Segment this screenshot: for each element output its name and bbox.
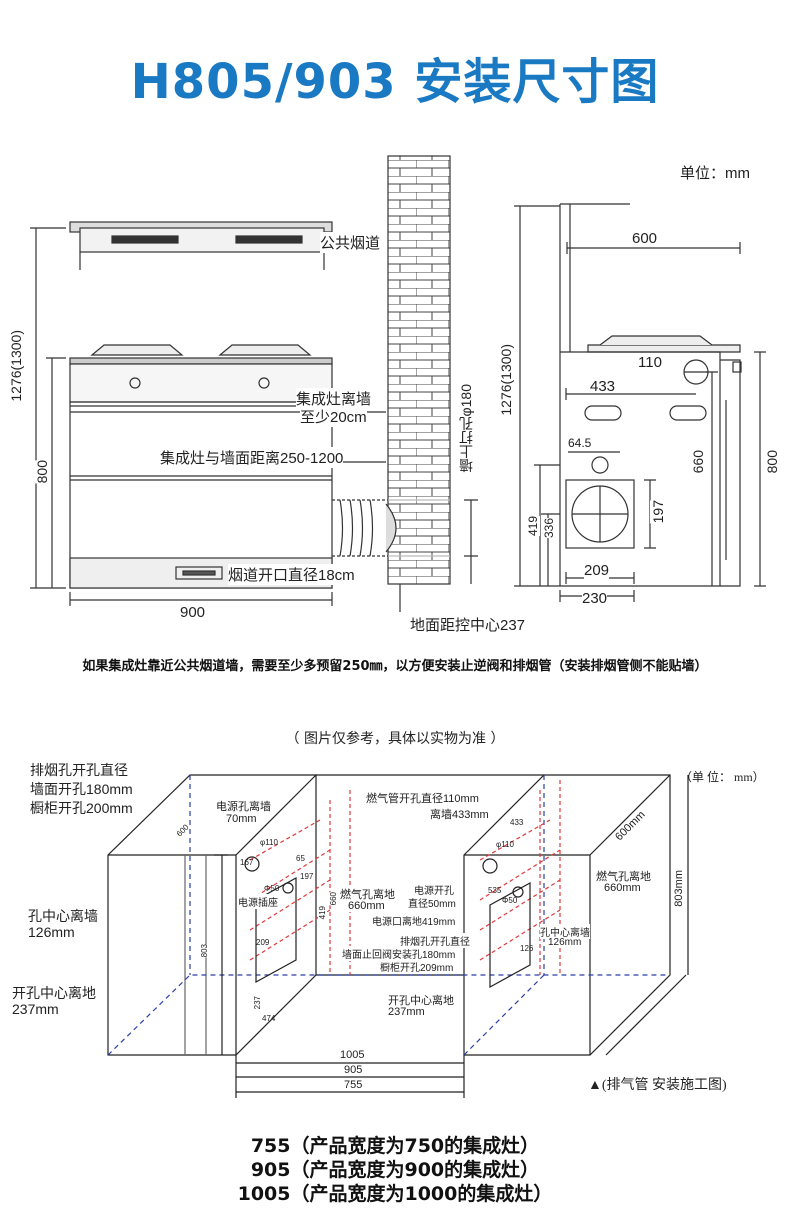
side-dim-209: 209 (584, 562, 610, 579)
width-dim: 900 (180, 604, 206, 621)
width-1005: 1005 (336, 1049, 369, 1061)
left-dim-50: Φ50 (264, 884, 280, 893)
gas-label-2: 离墙433mm (430, 809, 489, 821)
width-905: 905 (340, 1064, 367, 1076)
mid-hole-ground-1: 开孔中心离地 (388, 995, 454, 1007)
side-dim-197: 197 (650, 500, 666, 524)
dim-433: 433 (510, 818, 524, 827)
power-wall-label-2: 70mm (226, 813, 257, 825)
reference-note: （ 图片仅参考，具体以实物为准 ） (285, 731, 505, 747)
dim-126: 126 (520, 944, 534, 953)
side-dim-110: 110 (638, 354, 662, 371)
exh-label-3: 橱柜开孔209mm (380, 959, 454, 974)
power-wall-label-1: 电源孔离墙 (216, 801, 271, 813)
hole-center-label-2: 126mm (28, 924, 75, 940)
hole-center-label-1: 孔中心离墙 (28, 908, 98, 924)
side-dim-800: 800 (764, 450, 780, 474)
install-diagram (107, 774, 689, 1098)
hole-ground-label-1: 开孔中心离地 (12, 985, 96, 1001)
side-dim-600: 600 (632, 230, 658, 247)
side-dim-660: 660 (690, 450, 706, 474)
socket-label: 电源插座 (238, 894, 278, 909)
dim-237: 237 (253, 996, 262, 1010)
bottom-unit-label: （单 位： mm） (680, 770, 765, 784)
height-total-dim: 1276(1300) (8, 330, 24, 402)
side-dim-230: 230 (582, 590, 608, 607)
side-view (514, 203, 766, 602)
mid-hole-ground-2: 237mm (388, 1006, 425, 1018)
dim-197: 197 (300, 872, 314, 881)
right-dim-50: Φ50 (502, 896, 518, 905)
power-ground-label: 电源口离地419mm (372, 913, 456, 928)
width-755: 755 (340, 1079, 367, 1091)
opening-label: 烟道开口直径18cm (228, 564, 355, 585)
right-gas-ground-1: 燃气孔离地 (596, 871, 651, 883)
dim-167: 167 (240, 858, 254, 867)
footer-line-905: 905（产品宽度为900的集成灶） (250, 1159, 540, 1181)
dim-660: 660 (329, 892, 338, 906)
power-hole-label-1: 电源开孔 (414, 882, 454, 897)
dim-474: 474 (262, 1014, 276, 1023)
height-counter-dim: 800 (34, 460, 50, 484)
power-hole-label-2: 直径50mm (408, 895, 456, 910)
front-view (30, 221, 333, 606)
footer-line-755: 755（产品宽度为750的集成灶） (250, 1135, 540, 1157)
side-dim-64-5: 64.5 (568, 436, 592, 450)
gas-label-1: 燃气管开孔直径110mm (366, 793, 479, 805)
wall-dist-label-2: 至少20cm (300, 406, 367, 427)
side-dim-336: 336 (542, 518, 556, 539)
exhaust-label-1: 排烟孔开孔直径 (30, 762, 128, 778)
hole-ground-label-2: 237mm (12, 1001, 59, 1017)
page-title: H805/903 安装尺寸图 (130, 54, 660, 110)
dim-65: 65 (296, 854, 305, 863)
install-note: 如果集成灶靠近公共烟道墙，需要至少多预留250㎜，以方便安装止逆阀和排烟管（安装… (82, 659, 708, 674)
exhaust-label-2: 墙面开孔180mm (30, 781, 133, 797)
wall-hole-label: 墙上打孔φ180 (458, 384, 474, 473)
flue-label: 公共烟道 (320, 232, 381, 253)
right-dim-110: φ110 (496, 840, 514, 849)
gas-ground-label-1: 燃气孔离地 (340, 886, 395, 902)
side-height-dim: 1276(1300) (498, 344, 514, 416)
exhaust-label-3: 橱柜开孔200mm (30, 800, 133, 816)
duct-wall (250, 155, 478, 612)
right-dim-803: 803mm (673, 870, 685, 907)
footer-line-1005: 1005（产品宽度为1000的集成灶） (237, 1183, 553, 1205)
dim-419: 419 (318, 906, 327, 920)
exh-label-1: 排烟孔开孔直径 (400, 933, 470, 948)
right-center-wall-2: 126mm (548, 937, 582, 948)
unit-label: 单位：mm (680, 165, 750, 182)
left-dim-110: φ110 (260, 838, 278, 847)
ground-center-label: 地面距控中心237 (410, 617, 526, 634)
wall-dist-label-1: 集成灶离墙 (296, 388, 372, 409)
dim-803: 803 (200, 944, 209, 958)
exh-label-2: 墙面止回阀安装孔180mm (342, 946, 456, 961)
right-center-wall-1: 孔中心离墙 (540, 924, 590, 939)
dim-535: 535 (488, 886, 502, 895)
side-dim-433: 433 (590, 378, 616, 395)
side-dim-419: 419 (526, 516, 540, 537)
install-caption: ▲(排气管 安装施工图) (588, 1078, 727, 1093)
gas-ground-label-2: 660mm (348, 900, 385, 912)
dim-209: 209 (256, 938, 270, 947)
wall-range-label: 集成灶与墙面距离250-1200 (160, 447, 344, 468)
right-gas-ground-2: 660mm (604, 882, 641, 894)
